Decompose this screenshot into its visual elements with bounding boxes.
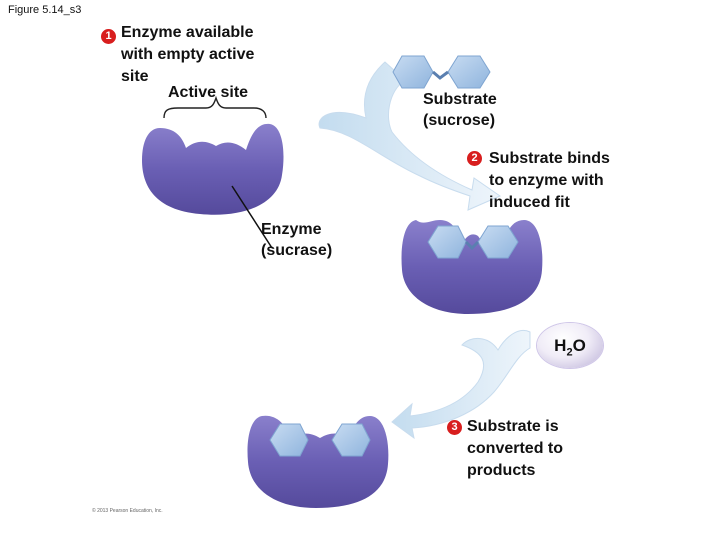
copyright-notice: © 2013 Pearson Education, Inc. <box>92 508 163 514</box>
enzyme-products-complex <box>247 415 389 508</box>
figure-label: Figure 5.14_s3 <box>8 4 82 16</box>
step-2-badge: 2 <box>467 151 482 166</box>
step-3-badge: 3 <box>447 420 462 435</box>
substrate-label: Substrate (sucrose) <box>423 91 497 129</box>
step-2-text: Substrate binds to enzyme with induced f… <box>489 150 610 211</box>
step-1-text: Enzyme available with empty active site <box>121 24 255 85</box>
enzyme-leader-line <box>231 185 273 249</box>
cycle-arrow-upper <box>318 61 502 211</box>
step-1-badge: 1 <box>101 29 116 44</box>
substrate-molecule <box>392 55 491 89</box>
enzyme-substrate-complex <box>401 220 543 314</box>
water-subscript: 2 <box>566 346 573 359</box>
water-molecule: H2O <box>537 323 603 368</box>
cycle-arrow-lower <box>391 330 531 440</box>
water-o: O <box>572 336 586 355</box>
water-h: H <box>554 336 567 355</box>
enzyme-label: Enzyme (sucrase) <box>261 221 333 259</box>
step-3-text: Substrate is converted to products <box>467 418 564 479</box>
active-site-bracket <box>163 95 267 119</box>
active-site-label: Active site <box>168 84 249 101</box>
enzyme-empty <box>142 123 284 215</box>
